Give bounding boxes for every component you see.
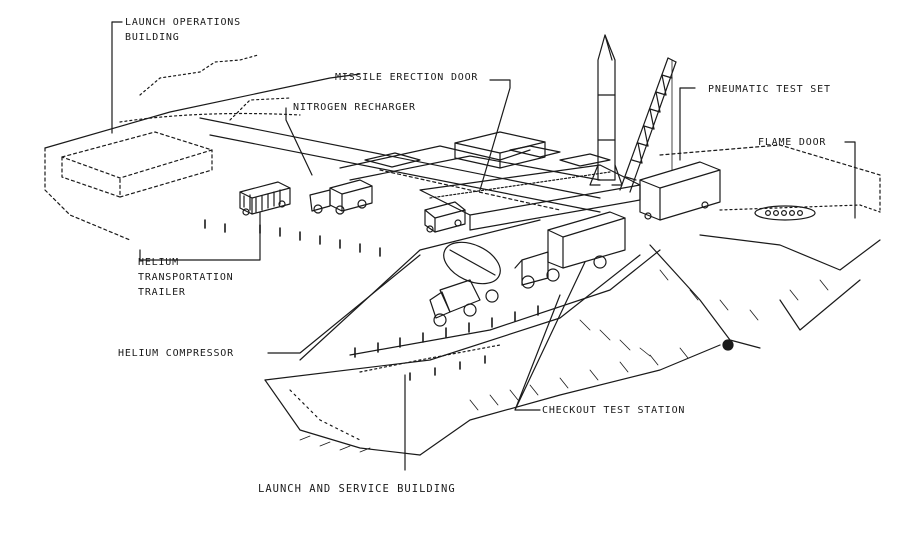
label-helium-compressor: HELIUM COMPRESSOR [118, 348, 234, 359]
pit-marker [722, 339, 734, 351]
pneumatic-test-set-trailer [639, 161, 721, 221]
label-nitrogen-recharger: NITROGEN RECHARGER [293, 102, 416, 113]
site-ground-outline [44, 54, 361, 241]
right-site-edge [649, 144, 881, 349]
embankment-hatching [299, 269, 829, 453]
checkout-test-station-truck [514, 211, 626, 289]
leader-missile-erection-door [479, 79, 511, 191]
nitrogen-recharger-truck [309, 179, 373, 215]
erection-crane [619, 57, 677, 193]
label-launch-operations-line2: BUILDING [125, 32, 180, 43]
front-apron [264, 219, 721, 456]
label-missile-erection-door: MISSILE ERECTION DOOR [335, 72, 479, 83]
pad-structure [419, 164, 641, 231]
label-helium-trailer-line3: TRAILER [138, 287, 186, 298]
approach-road [199, 97, 601, 213]
label-launch-and-service-building: LAUNCH AND SERVICE BUILDING [258, 483, 456, 495]
label-helium-trailer-line2: TRANSPORTATION [138, 272, 234, 283]
leader-checkout-test-station [514, 261, 586, 411]
mixer-truck [429, 241, 501, 327]
helium-compressor-van [424, 201, 466, 233]
label-helium-trailer-line1: HELIUM [138, 257, 179, 268]
helium-transportation-trailer [239, 181, 291, 216]
flame-door [754, 205, 816, 221]
label-checkout-test-station: CHECKOUT TEST STATION [542, 405, 686, 416]
leader-helium-compressor [267, 254, 421, 354]
label-pneumatic-test-set: PNEUMATIC TEST SET [708, 84, 831, 95]
rear-buildings [364, 131, 611, 169]
label-flame-door: FLAME DOOR [758, 137, 827, 148]
launch-operations-building [61, 131, 213, 198]
label-launch-operations-line1: LAUNCH OPERATIONS [125, 17, 241, 28]
fence-posts [204, 219, 539, 381]
